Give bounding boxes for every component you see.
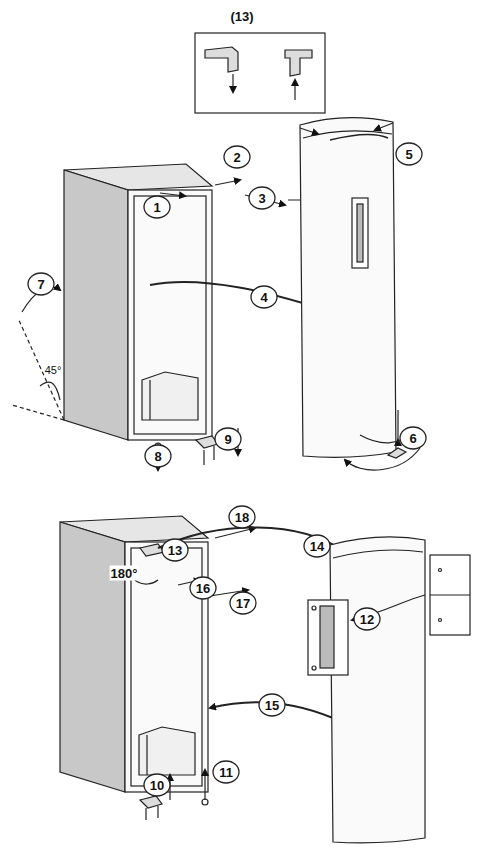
callout-number: 17	[236, 597, 250, 610]
callout-ring	[190, 577, 216, 599]
callout-ring	[259, 694, 285, 716]
callout-number: 6	[409, 432, 416, 445]
callout-number: 8	[154, 450, 161, 463]
callout-ring	[144, 774, 170, 796]
callout-ring	[249, 187, 275, 209]
callout-number: 11	[219, 766, 233, 779]
callout-number: 2	[233, 151, 240, 164]
callout-number: 18	[235, 511, 249, 524]
callout-ring	[230, 592, 256, 614]
callout-ring	[144, 196, 170, 218]
callout-number: 12	[360, 613, 374, 626]
angle-label: 180°	[110, 566, 139, 581]
callout-number: 9	[224, 433, 231, 446]
callout-ring	[229, 506, 255, 528]
callout-ring	[354, 608, 380, 630]
callout-ring	[251, 286, 277, 308]
callout-ring	[145, 445, 171, 467]
angle-label: (13)	[229, 9, 254, 24]
callout-number: 4	[260, 291, 267, 304]
angle-label: 45°	[45, 365, 62, 376]
callout-number: 3	[258, 192, 265, 205]
callout-ring	[162, 539, 188, 561]
callout-ring	[396, 143, 422, 165]
callout-number: 15	[265, 699, 279, 712]
callout-number: 16	[196, 582, 210, 595]
callout-ring	[213, 761, 239, 783]
callout-number: 1	[153, 201, 160, 214]
callout-number: 5	[405, 148, 412, 161]
callout-number: 14	[310, 540, 324, 553]
callout-ring	[304, 535, 330, 557]
callout-ring	[224, 146, 250, 168]
callout-number: 10	[150, 779, 164, 792]
callout-ring	[400, 427, 426, 449]
callout-number: 7	[37, 278, 44, 291]
callout-ring	[215, 428, 241, 450]
callout-number: 13	[168, 544, 182, 557]
callout-ring	[28, 273, 54, 295]
